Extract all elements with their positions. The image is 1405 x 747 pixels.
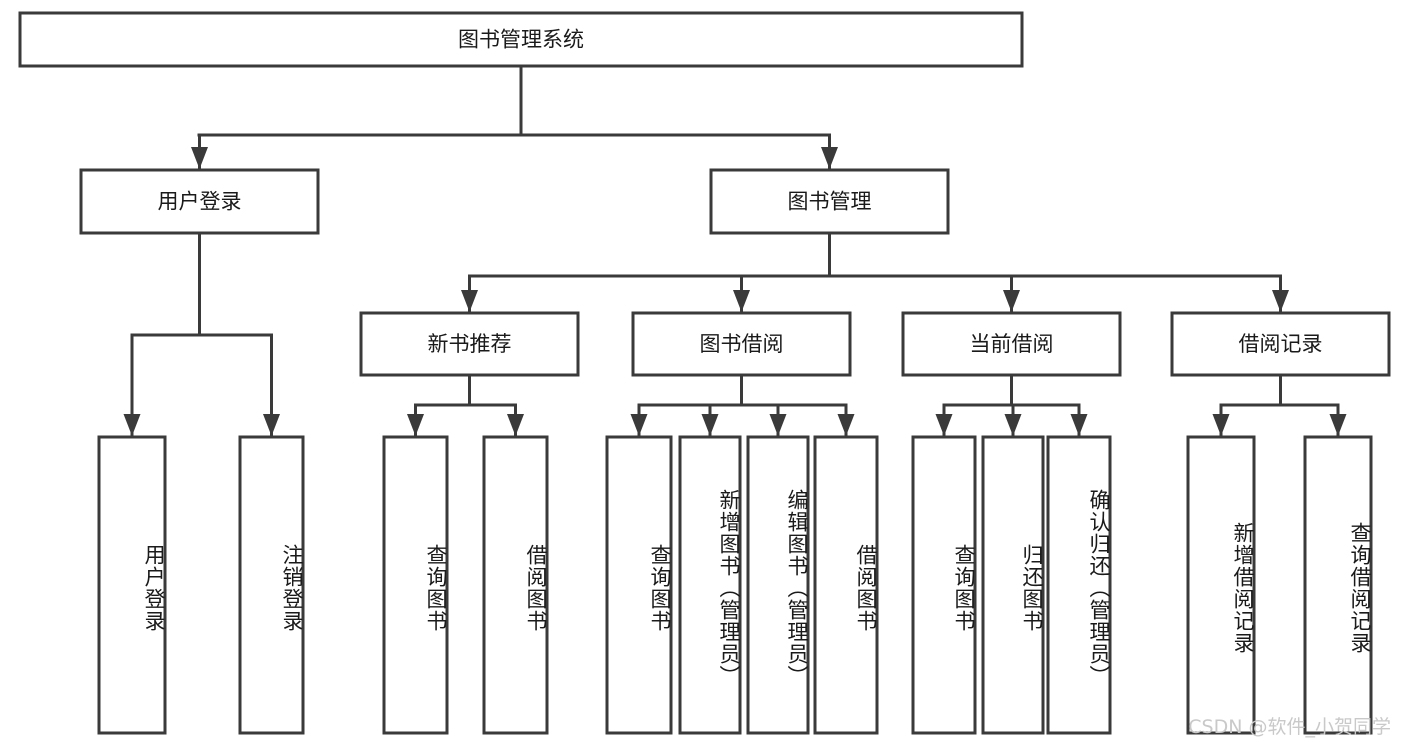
node-label-borrow-record: 借阅记录 — [1239, 332, 1323, 356]
node-box-leaf-confirm-return[interactable] — [1046, 435, 1112, 735]
node-label-book-manage: 图书管理 — [788, 190, 872, 214]
node-box-leaf-user-login[interactable] — [97, 435, 167, 735]
arrow-head-icon — [733, 290, 750, 312]
node-label-book-borrow: 图书借阅 — [700, 332, 784, 356]
node-box-leaf-query-book-3[interactable] — [911, 435, 977, 735]
arrow-head-icon — [935, 414, 953, 436]
node-box-new-book-rec[interactable] — [359, 311, 580, 377]
connector-layer — [123, 64, 1347, 437]
arrow-head-icon — [1212, 414, 1230, 436]
arrow-head-icon — [1272, 290, 1289, 312]
node-box-leaf-borrow-book-1[interactable] — [482, 435, 549, 735]
arrow-head-icon — [701, 414, 719, 436]
node-box-leaf-query-record[interactable] — [1303, 435, 1373, 735]
arrow-head-icon — [123, 414, 141, 436]
csdn-watermark: CSDN @软件_小贺同学 — [1188, 716, 1391, 738]
arrow-head-icon — [507, 414, 524, 436]
node-box-leaf-return-book[interactable] — [981, 435, 1045, 735]
node-box-leaf-add-record[interactable] — [1186, 435, 1256, 735]
node-label-root: 图书管理系统 — [458, 28, 584, 52]
node-box-leaf-user-logout[interactable] — [238, 435, 305, 735]
node-box-leaf-edit-book[interactable] — [746, 435, 810, 735]
arrow-head-icon — [1329, 414, 1347, 436]
node-box-book-manage[interactable] — [709, 168, 950, 235]
arrow-head-icon — [821, 147, 838, 169]
node-label-current-borrow: 当前借阅 — [970, 332, 1054, 356]
arrow-head-icon — [191, 147, 208, 169]
arrow-head-icon — [407, 414, 424, 436]
arrow-head-icon — [769, 414, 787, 436]
arrow-head-icon — [1003, 290, 1020, 312]
node-box-borrow-record[interactable] — [1170, 311, 1391, 377]
node-box-user-login[interactable] — [79, 168, 320, 235]
arrow-head-icon — [263, 414, 280, 436]
node-box-book-borrow[interactable] — [631, 311, 852, 377]
node-box-leaf-query-book-1[interactable] — [382, 435, 449, 735]
node-box-leaf-add-book[interactable] — [678, 435, 742, 735]
arrow-head-icon — [837, 414, 855, 436]
arrow-head-icon — [1004, 414, 1022, 436]
node-box-leaf-borrow-book-2[interactable] — [813, 435, 879, 735]
node-label-new-book-rec: 新书推荐 — [428, 332, 512, 356]
box-layer — [18, 11, 1391, 735]
node-box-current-borrow[interactable] — [901, 311, 1122, 377]
arrow-head-icon — [461, 290, 478, 312]
arrow-head-icon — [1070, 414, 1088, 436]
node-box-leaf-query-book-2[interactable] — [605, 435, 673, 735]
arrow-head-icon — [630, 414, 648, 436]
node-label-user-login: 用户登录 — [158, 190, 242, 214]
node-box-root[interactable] — [18, 11, 1024, 68]
